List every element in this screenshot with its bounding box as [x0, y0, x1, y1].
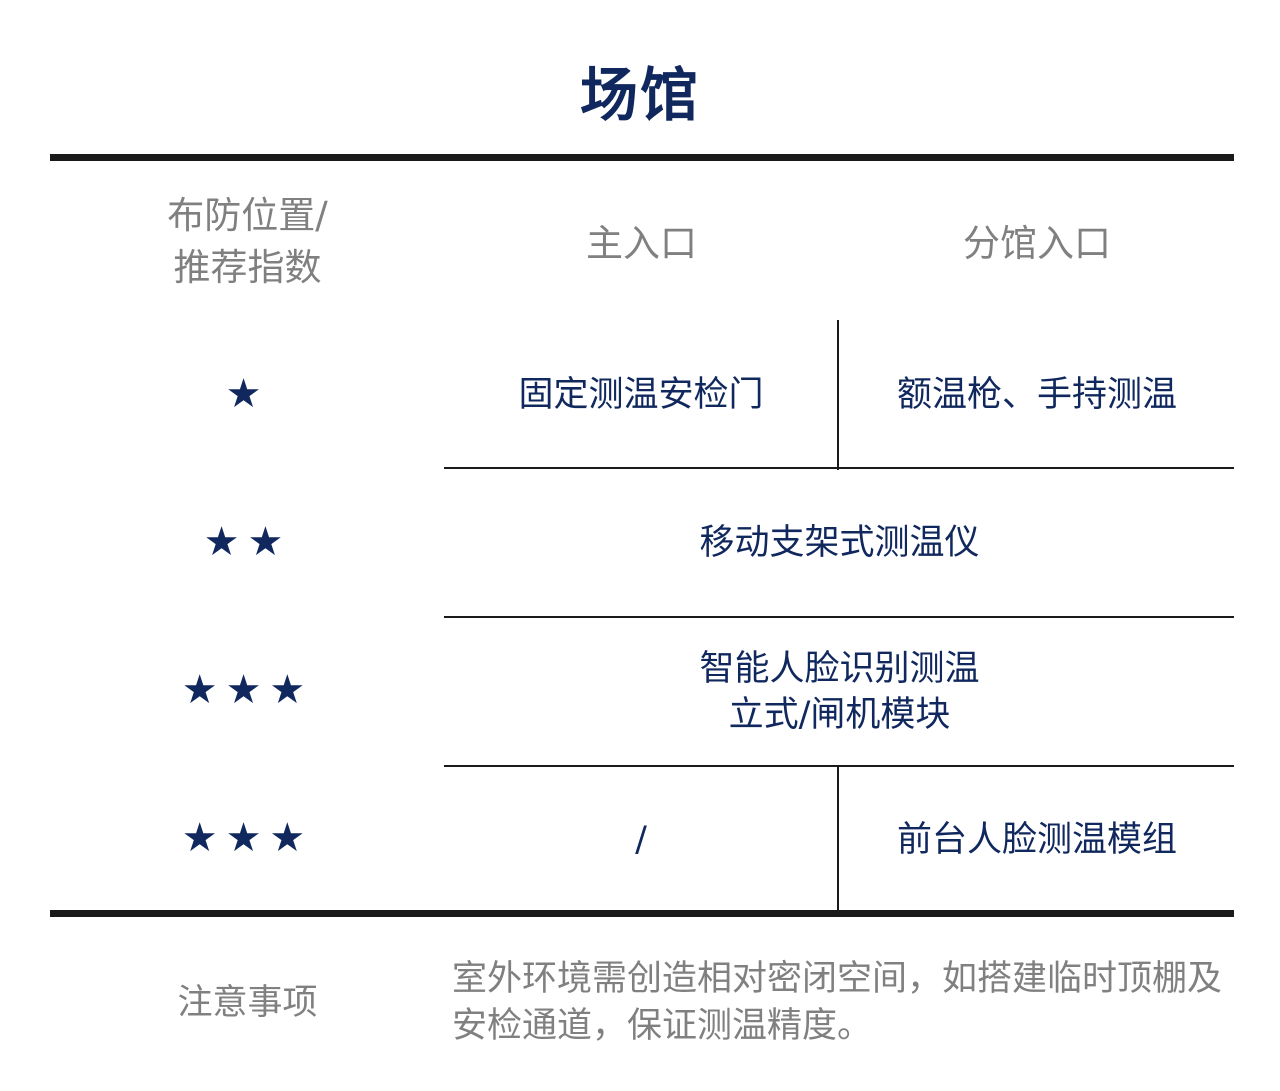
cell-branch-entrance-row-4: 前台人脸测温模组 [896, 820, 1177, 860]
column-divider-row-4 [837, 767, 839, 913]
rating-stars-row-4: ★★★ [181, 815, 314, 861]
rating-stars-row-2: ★★ [203, 519, 292, 565]
cell-merged-row-3: 智能人脸识别测温 立式/闸机模块 [445, 620, 1234, 764]
cell-branch-entrance-row-1: 额温枪、手持测温 [896, 375, 1177, 415]
top-rule [50, 154, 1234, 161]
page-title: 场馆 [579, 61, 700, 129]
cell-merged-row-2: 移动支架式测温仪 [699, 523, 980, 563]
rating-stars-row-1: ★ [225, 371, 270, 417]
header-rating-label: 推荐指数 [173, 246, 322, 289]
bottom-rule [50, 910, 1234, 917]
row-divider-3 [444, 765, 1234, 767]
notes-label: 注意事项 [177, 983, 318, 1023]
row-divider-1 [444, 467, 1234, 469]
cell-main-entrance-row-1: 固定测温安检门 [518, 375, 764, 415]
header-main-entrance: 主入口 [586, 222, 697, 265]
cell-main-entrance-row-4: / [635, 820, 647, 860]
header-branch-entrance: 分馆入口 [963, 222, 1111, 265]
header-position-rating: 布防位置/ 推荐指数 [50, 190, 445, 294]
cell-merged-row-3-line-1: 智能人脸识别测温 [699, 649, 980, 689]
row-divider-2 [444, 616, 1234, 618]
notes-text: 室外环境需创造相对密闭空间，如搭建临时顶棚及安检通道，保证测温精度。 [452, 959, 1223, 1046]
header-position-label: 布防位置/ [167, 194, 328, 237]
cell-merged-row-3-line-2: 立式/闸机模块 [728, 695, 951, 735]
rating-stars-row-3: ★★★ [181, 667, 314, 713]
column-divider-row-1 [837, 320, 839, 470]
